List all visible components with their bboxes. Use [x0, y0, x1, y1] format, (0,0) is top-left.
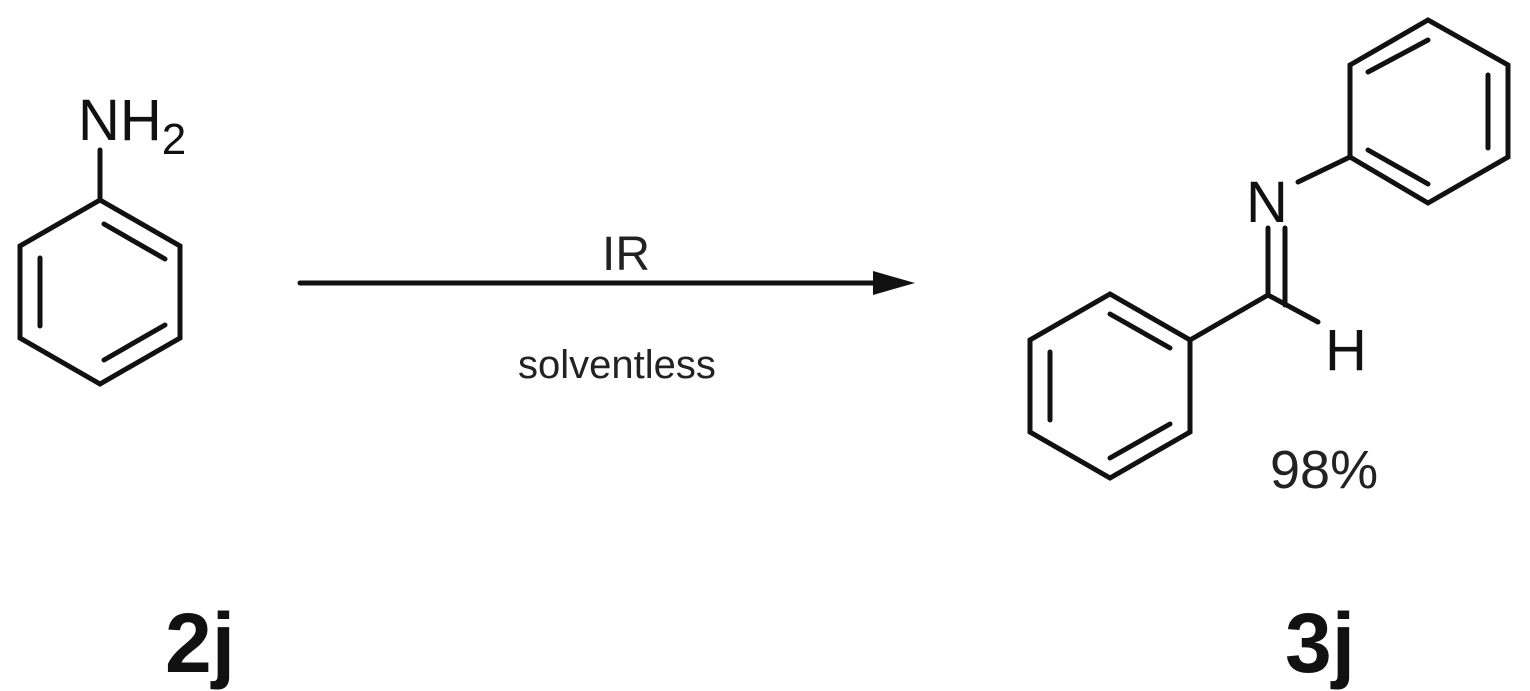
double-bond-inner — [1107, 311, 1173, 351]
bond-n-phenyl — [1295, 154, 1353, 185]
product-label: 3j — [1285, 596, 1355, 690]
reactant-label: 2j — [165, 596, 235, 690]
product-yield: 98% — [1270, 440, 1378, 500]
benzene-ring-n-phenyl — [1347, 17, 1511, 206]
hydrogen-atom-label: H — [1325, 318, 1367, 383]
bond-c-phenyl — [1187, 292, 1271, 343]
arrow-head — [873, 271, 915, 295]
bond-c-h — [1265, 292, 1321, 325]
amine-group-label: NH2 — [78, 88, 186, 164]
product-imine: N H — [1027, 17, 1511, 481]
benzene-ring-c-phenyl — [1027, 291, 1193, 481]
condition-above: IR — [602, 228, 650, 281]
double-bond-inner — [1107, 421, 1173, 461]
reactant-aniline: NH2 — [17, 88, 186, 387]
double-bond-inner — [1365, 147, 1431, 187]
double-bond-inner — [101, 322, 168, 363]
benzene-ring-reactant — [17, 197, 183, 387]
condition-below: solventless — [518, 343, 716, 387]
double-bond-inner — [1365, 37, 1431, 75]
double-bond-inner — [101, 221, 168, 262]
nitrogen-atom-label: N — [1246, 170, 1288, 235]
reaction-arrow — [297, 271, 915, 295]
